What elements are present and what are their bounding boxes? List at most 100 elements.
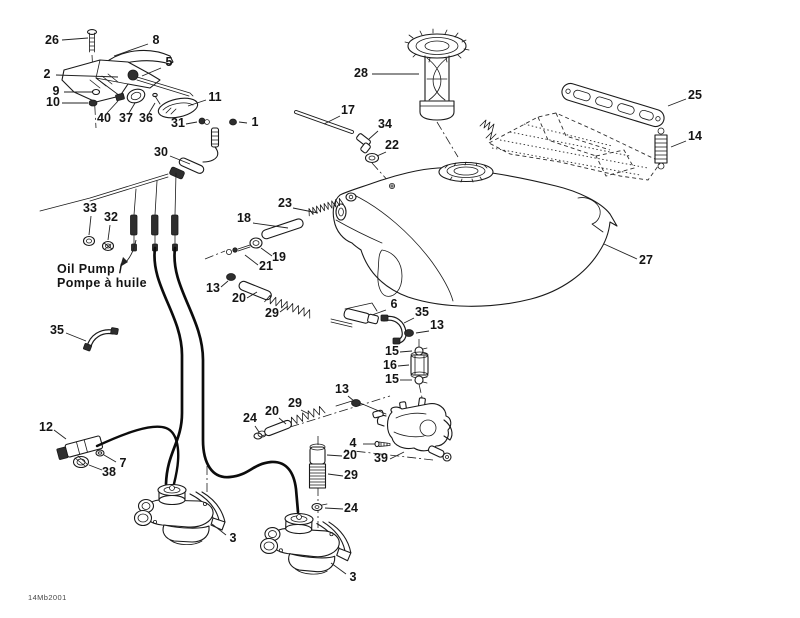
callout-23: 23 bbox=[278, 196, 292, 210]
callout-33: 33 bbox=[83, 201, 97, 215]
callout-leader-7 bbox=[103, 454, 117, 463]
fitting-31 bbox=[198, 117, 206, 125]
sensor-cable-12 bbox=[95, 425, 180, 501]
callout-leader-13 bbox=[415, 330, 430, 334]
callout-leader-13 bbox=[220, 280, 229, 288]
callout-leader-6 bbox=[371, 309, 387, 316]
callout-leader-38 bbox=[88, 464, 103, 471]
callout-1: 1 bbox=[252, 115, 259, 129]
callout-leader-15 bbox=[399, 350, 413, 353]
cables bbox=[95, 246, 300, 514]
callout-leader-11 bbox=[187, 99, 207, 107]
callout-15: 15 bbox=[385, 372, 399, 386]
callout-31: 31 bbox=[171, 116, 185, 130]
callout-15: 15 bbox=[385, 344, 399, 358]
callout-8: 8 bbox=[153, 33, 160, 47]
callout-leader-20 bbox=[278, 417, 287, 425]
callout-leader-3 bbox=[211, 523, 227, 536]
callout-21: 21 bbox=[259, 259, 273, 273]
screw-26 bbox=[86, 29, 98, 35]
callout-25: 25 bbox=[688, 88, 702, 102]
callout-10: 10 bbox=[46, 95, 60, 109]
carburetor-1 bbox=[133, 483, 226, 546]
callout-29: 29 bbox=[344, 468, 358, 482]
oil-pump-label-fr: Pompe à huile bbox=[57, 276, 147, 290]
callout-leader-25 bbox=[667, 98, 687, 107]
grommet-19 bbox=[249, 237, 263, 249]
cable-end-right bbox=[171, 172, 179, 252]
callout-4: 4 bbox=[350, 436, 357, 450]
phantom-console bbox=[479, 112, 662, 181]
callout-7: 7 bbox=[120, 456, 127, 470]
callout-26: 26 bbox=[45, 33, 59, 47]
spring-29a bbox=[264, 294, 311, 319]
hose-vertical bbox=[308, 443, 328, 512]
fitting-6-group bbox=[343, 302, 414, 345]
callout-2: 2 bbox=[44, 67, 51, 81]
callout-leader-16 bbox=[397, 364, 410, 367]
oil-pump-arrowhead bbox=[120, 257, 128, 267]
oil-pump-39 bbox=[372, 397, 453, 462]
callout-22: 22 bbox=[385, 138, 399, 152]
callout-leader-17 bbox=[323, 115, 341, 125]
callout-20: 20 bbox=[343, 448, 357, 462]
callout-6: 6 bbox=[391, 297, 398, 311]
callout-leader-24 bbox=[324, 507, 344, 510]
callout-11: 11 bbox=[208, 90, 221, 104]
callout-20: 20 bbox=[265, 404, 279, 418]
callout-16: 16 bbox=[383, 358, 397, 372]
throttle-cable-2 bbox=[173, 246, 300, 514]
throttle-cable-1 bbox=[153, 246, 184, 486]
callout-13: 13 bbox=[335, 382, 349, 396]
callout-leader-20 bbox=[246, 291, 258, 299]
callout-17: 17 bbox=[341, 103, 355, 117]
callout-27: 27 bbox=[639, 253, 653, 267]
callout-leader-22 bbox=[376, 151, 387, 157]
vent-tube-17 bbox=[294, 110, 380, 164]
washer-7 bbox=[95, 449, 105, 457]
callout-3: 3 bbox=[230, 531, 237, 545]
clamp-15b bbox=[414, 375, 424, 385]
callout-leader-19 bbox=[260, 247, 273, 257]
cap-40 bbox=[115, 92, 125, 102]
callout-leader-24 bbox=[254, 425, 260, 433]
callout-leader-34 bbox=[368, 130, 379, 140]
filler-tower-28 bbox=[404, 28, 470, 121]
callout-32: 32 bbox=[104, 210, 118, 224]
callout-13: 13 bbox=[206, 281, 220, 295]
clamp-24b bbox=[311, 502, 323, 512]
callout-13: 13 bbox=[430, 318, 444, 332]
watermark: 14Mb2001 bbox=[28, 593, 67, 602]
grommet-38 bbox=[72, 455, 90, 469]
callout-18: 18 bbox=[237, 211, 251, 225]
callout-36: 36 bbox=[139, 111, 153, 125]
spring-29b bbox=[290, 406, 326, 427]
spring-23 bbox=[308, 197, 344, 217]
hose-20b bbox=[264, 419, 292, 437]
callout-29: 29 bbox=[265, 306, 279, 320]
cable-end-left bbox=[130, 188, 138, 252]
oil-pump-label-en: Oil Pump / bbox=[57, 262, 123, 276]
filter-assembly bbox=[410, 346, 429, 385]
callout-12: 12 bbox=[39, 420, 53, 434]
hose-35-left bbox=[83, 327, 119, 352]
callout-leader-30 bbox=[169, 155, 191, 165]
carburetor-2 bbox=[259, 511, 353, 576]
callout-leader-33 bbox=[88, 215, 92, 236]
grommets-33-32 bbox=[82, 235, 115, 252]
clamp-15a bbox=[414, 346, 424, 356]
callout-35: 35 bbox=[415, 305, 429, 319]
nut-13b bbox=[404, 329, 414, 337]
callout-leader-27 bbox=[603, 243, 638, 260]
pivot-5 bbox=[127, 69, 139, 81]
callout-20: 20 bbox=[232, 291, 246, 305]
callout-leader-23 bbox=[292, 207, 319, 214]
callout-34: 34 bbox=[378, 117, 392, 131]
callout-35: 35 bbox=[50, 323, 64, 337]
callout-19: 19 bbox=[272, 250, 286, 264]
callout-3: 3 bbox=[350, 570, 357, 584]
callout-5: 5 bbox=[166, 55, 173, 69]
callout-38: 38 bbox=[102, 465, 116, 479]
